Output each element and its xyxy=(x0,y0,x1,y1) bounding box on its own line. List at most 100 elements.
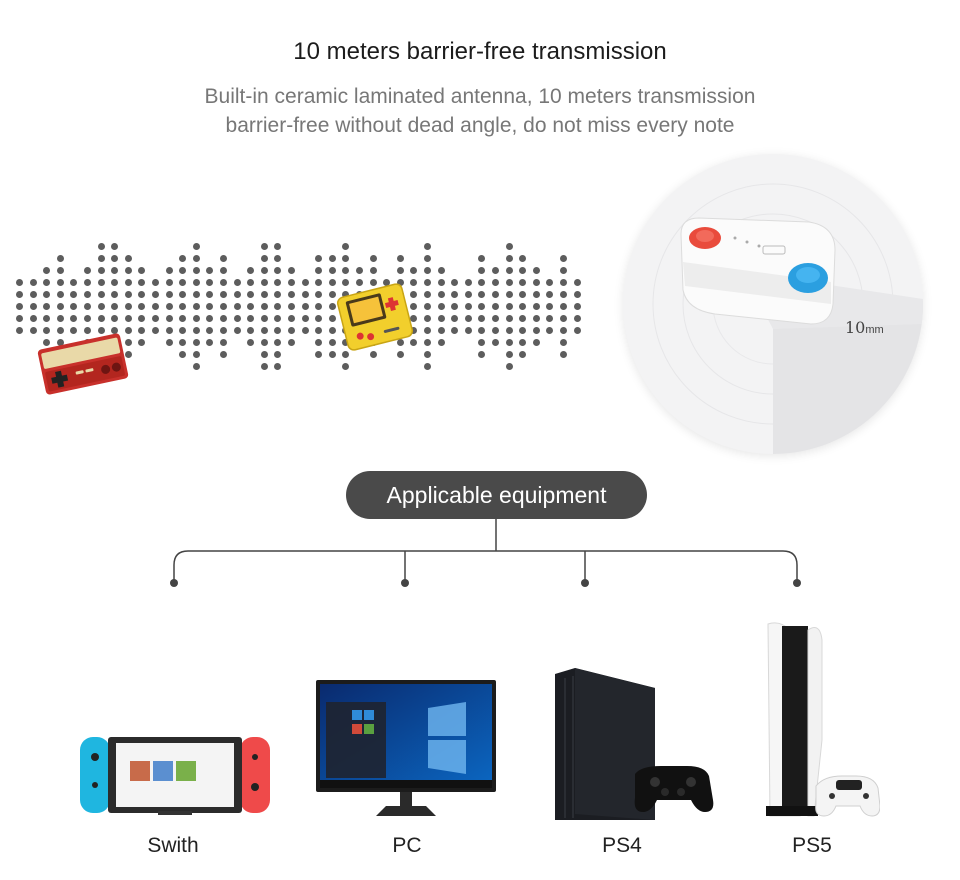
wave-dot xyxy=(233,315,241,322)
wave-dot xyxy=(328,327,336,334)
wave-dot xyxy=(315,291,323,298)
wave-dot xyxy=(152,291,159,298)
wave-dot xyxy=(492,267,499,274)
wave-dot xyxy=(315,351,323,358)
wave-dot xyxy=(220,279,227,286)
wave-dot xyxy=(464,327,472,334)
wave-dot xyxy=(464,315,472,322)
wave-dot xyxy=(152,327,159,334)
wave-dot xyxy=(70,315,78,322)
wave-dot xyxy=(124,327,132,334)
wave-dot xyxy=(492,315,499,322)
wave-dot xyxy=(192,327,200,334)
wave-dot xyxy=(410,327,418,334)
wave-dot xyxy=(328,255,336,262)
wave-dot xyxy=(206,291,214,298)
wave-dot xyxy=(111,315,119,322)
retro-controller-icon xyxy=(37,333,129,395)
wave-dot xyxy=(138,315,146,322)
wave-dot xyxy=(505,315,513,322)
wave-dot xyxy=(437,303,445,310)
measure-value: 10 xyxy=(845,318,866,337)
wave-dot xyxy=(138,327,146,334)
wave-dot xyxy=(451,279,459,286)
wave-dot xyxy=(532,267,540,274)
wave-dot xyxy=(247,303,255,310)
wave-dot xyxy=(111,279,119,286)
wave-dot xyxy=(505,363,513,370)
wave-dot xyxy=(84,327,91,334)
wave-dot xyxy=(179,351,187,358)
wave-dot xyxy=(356,279,363,286)
wave-dot xyxy=(328,279,336,286)
wave-dot xyxy=(437,267,445,274)
wave-dot xyxy=(152,315,159,322)
wave-dot xyxy=(220,303,227,310)
page-subtitle: Built-in ceramic laminated antenna, 10 m… xyxy=(0,82,960,140)
wave-dot xyxy=(70,303,78,310)
wave-dot xyxy=(192,339,200,346)
wave-dot xyxy=(560,279,567,286)
wave-dot xyxy=(233,291,241,298)
wave-dot xyxy=(492,339,499,346)
wave-dot xyxy=(505,267,513,274)
wave-dot xyxy=(451,315,459,322)
wave-dot xyxy=(260,291,268,298)
wave-dot xyxy=(560,267,567,274)
wave-dot xyxy=(192,351,200,358)
wave-dot xyxy=(247,279,255,286)
wave-dot xyxy=(437,291,445,298)
wave-dot xyxy=(505,255,513,262)
wave-dot xyxy=(560,303,567,310)
wave-dot xyxy=(206,279,214,286)
wave-dot xyxy=(315,315,323,322)
wave-dot xyxy=(478,315,486,322)
wave-dot xyxy=(383,279,391,286)
wave-dot xyxy=(369,267,377,274)
wave-dot xyxy=(410,279,418,286)
wave-dot xyxy=(56,327,64,334)
wave-dot xyxy=(560,291,567,298)
wave-dot xyxy=(43,315,51,322)
wave-dot xyxy=(124,291,132,298)
wave-dot xyxy=(165,327,173,334)
wave-dot xyxy=(396,267,404,274)
wave-dot xyxy=(505,339,513,346)
wave-dot xyxy=(111,327,119,334)
wave-dot xyxy=(519,291,527,298)
wave-dot xyxy=(165,279,173,286)
wave-dot xyxy=(437,315,445,322)
wave-dot xyxy=(179,339,187,346)
wave-dot xyxy=(342,339,350,346)
wave-dot xyxy=(260,351,268,358)
wave-dot xyxy=(192,243,200,250)
wave-dot xyxy=(369,351,377,358)
wave-dot xyxy=(492,291,499,298)
wave-dot xyxy=(328,339,336,346)
wave-dot xyxy=(179,291,187,298)
wave-dot xyxy=(464,303,472,310)
wave-dot xyxy=(43,303,51,310)
wave-dot xyxy=(138,267,146,274)
wave-dot xyxy=(247,291,255,298)
wave-dot xyxy=(56,339,64,346)
wave-dot xyxy=(288,291,295,298)
wave-dot xyxy=(451,291,459,298)
wave-dot xyxy=(369,279,377,286)
wave-dot xyxy=(206,339,214,346)
wave-dot xyxy=(260,255,268,262)
ps4-console-icon xyxy=(555,668,714,820)
wave-dot xyxy=(260,267,268,274)
wave-dot xyxy=(532,291,540,298)
wave-dot xyxy=(464,291,472,298)
wave-dot xyxy=(220,351,227,358)
wave-dot xyxy=(424,363,431,370)
wave-dot xyxy=(519,255,527,262)
wave-dot xyxy=(573,303,581,310)
wave-dot xyxy=(29,279,37,286)
wave-dot xyxy=(233,279,241,286)
wave-dot xyxy=(97,303,105,310)
wave-dot xyxy=(369,255,377,262)
wave-dot xyxy=(573,279,581,286)
applicable-equipment-pill: Applicable equipment xyxy=(346,471,647,519)
